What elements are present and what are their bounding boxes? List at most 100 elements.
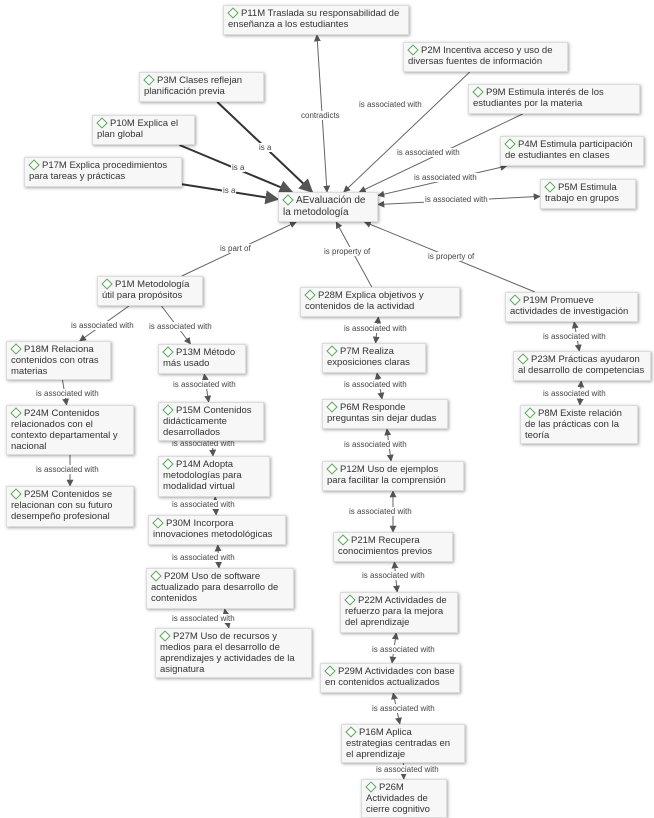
diamond-icon	[407, 44, 418, 55]
node-aev[interactable]: AEvaluación de la metodología	[278, 192, 378, 222]
edge-label: is associated with	[70, 321, 135, 330]
edge-label: is a	[231, 163, 245, 172]
diamond-icon	[143, 74, 154, 85]
node-p8m[interactable]: P8M Existe relación de las prácticas con…	[520, 405, 638, 444]
node-label: P15M Contenidos didácticamente desarroll…	[163, 405, 252, 438]
node-p6m[interactable]: P6M Responde preguntas sin dejar dudas	[322, 399, 448, 429]
node-p1m[interactable]: P1M Metodología útil para propósitos	[97, 276, 203, 306]
diamond-icon	[326, 463, 337, 474]
edge-label: is associated with	[542, 389, 607, 398]
node-p9m[interactable]: P9M Estimula interés de los estudiantes …	[468, 84, 640, 114]
node-p25m[interactable]: P25M Contenidos se relacionan con su fut…	[6, 486, 134, 527]
diamond-icon	[337, 534, 348, 545]
diamond-icon	[150, 570, 161, 581]
node-p26m[interactable]: P26M Actividades de cierre cognitivo	[361, 779, 447, 818]
node-p22m[interactable]: P22M Actividades de refuerzo para la mej…	[340, 592, 458, 633]
diamond-icon	[344, 594, 355, 605]
node-p12m[interactable]: P12M Uso de ejemplos para facilitar la c…	[322, 461, 464, 491]
diamond-icon	[324, 665, 335, 676]
node-label: P22M Actividades de refuerzo para la mej…	[345, 595, 447, 628]
node-p7m[interactable]: P7M Realiza exposiciones claras	[322, 343, 426, 373]
edge-label: is associated with	[424, 195, 489, 204]
edge-label: is associated with	[375, 765, 440, 774]
node-label: P13M Método más usado	[163, 347, 235, 369]
node-p11m[interactable]: P11M Traslada su responsabilidad de ense…	[223, 5, 409, 35]
node-label: P21M Recupera conocimientos previos	[338, 535, 432, 557]
node-p15m[interactable]: P15M Contenidos didácticamente desarroll…	[158, 402, 264, 441]
edge-label: is property of	[427, 252, 475, 261]
node-p18m[interactable]: P18M Relaciona contenidos con otras mate…	[6, 341, 111, 380]
node-p23m[interactable]: P23M Prácticas ayudaron al desarrollo de…	[513, 351, 651, 381]
edge-label: is associated with	[35, 389, 100, 398]
edge-label: is associated with	[35, 465, 100, 474]
node-label: P10M Explica el plan global	[97, 118, 178, 140]
node-label: P8M Existe relación de las prácticas con…	[525, 408, 622, 441]
node-p29m[interactable]: P29M Actividades con base en contenidos …	[320, 663, 460, 693]
node-label: P16M Aplica estrategias centradas en el …	[346, 727, 450, 760]
node-label: P9M Estimula interés de los estudiantes …	[473, 87, 604, 109]
diamond-icon	[227, 7, 238, 18]
node-p2m[interactable]: P2M Incentiva acceso y uso de diversas f…	[403, 42, 568, 72]
edge-label: is associated with	[371, 704, 436, 713]
node-label: P5M Estimula trabajo en grupos	[545, 182, 619, 204]
edge-label: is part of	[219, 244, 252, 253]
diamond-icon	[472, 86, 483, 97]
node-label: P27M Uso de recursos y medios para el de…	[160, 631, 295, 675]
node-label: P29M Actividades con base en contenidos …	[325, 666, 455, 688]
diamond-icon	[504, 138, 515, 149]
node-p27m[interactable]: P27M Uso de recursos y medios para el de…	[155, 628, 312, 678]
node-label: P7M Realiza exposiciones claras	[327, 346, 410, 368]
diamond-icon	[28, 159, 39, 170]
node-label: P24M Contenidos relacionados con el cont…	[11, 408, 118, 452]
edge-label: is associated with	[171, 500, 236, 509]
node-label: P2M Incentiva acceso y uso de diversas f…	[408, 45, 553, 67]
edge-label: is a	[222, 186, 236, 195]
node-p4m[interactable]: P4M Estimula participación de estudiante…	[500, 136, 644, 166]
node-label: P12M Uso de ejemplos para facilitar la c…	[327, 464, 446, 486]
edge-label: is associated with	[171, 553, 236, 562]
node-p30m[interactable]: P30M Incorpora innovaciones metodológica…	[148, 515, 286, 545]
node-p17m[interactable]: P17M Explica procedimientos para tareas …	[24, 157, 182, 187]
node-label: P20M Uso de software actualizado para de…	[151, 571, 278, 604]
edge-label: is associated with	[171, 614, 236, 623]
diamond-icon	[345, 726, 356, 737]
node-p28m[interactable]: P28M Explica objetivos y contenidos de l…	[300, 287, 460, 317]
diamond-icon	[304, 289, 315, 300]
node-p20m[interactable]: P20M Uso de software actualizado para de…	[146, 568, 294, 609]
node-p21m[interactable]: P21M Recupera conocimientos previos	[333, 532, 453, 562]
node-p14m[interactable]: P14M Adopta metodologías para modalidad …	[158, 456, 270, 497]
diamond-icon	[524, 407, 535, 418]
node-label: P30M Incorpora innovaciones metodológica…	[153, 518, 272, 540]
edge-label: is associated with	[348, 507, 413, 516]
edge-label: is associated with	[172, 380, 237, 389]
diamond-icon	[152, 517, 163, 528]
diamond-icon	[101, 278, 112, 289]
edge-label: is associated with	[358, 100, 423, 109]
node-p24m[interactable]: P24M Contenidos relacionados con el cont…	[6, 405, 134, 455]
edge-label: is associated with	[148, 322, 213, 331]
node-label: P11M Traslada su responsabilidad de ense…	[228, 8, 399, 30]
edge-label: is a	[258, 143, 272, 152]
node-label: P28M Explica objetivos y contenidos de l…	[305, 290, 424, 312]
node-p5m[interactable]: P5M Estimula trabajo en grupos	[540, 179, 636, 209]
diamond-icon	[10, 488, 21, 499]
diamond-icon	[326, 401, 337, 412]
diamond-icon	[162, 346, 173, 357]
node-p19m[interactable]: P19M Promueve actividades de investigaci…	[505, 292, 638, 322]
node-p16m[interactable]: P16M Aplica estrategias centradas en el …	[341, 724, 465, 763]
edge-label: is associated with	[396, 148, 461, 157]
edge-label: is associated with	[371, 645, 436, 654]
node-p3m[interactable]: P3M Clases reflejan planificación previa	[139, 72, 264, 102]
edge-label: is associated with	[343, 440, 408, 449]
diamond-icon	[509, 294, 520, 305]
edge-label: contradicts	[300, 111, 341, 120]
node-p13m[interactable]: P13M Método más usado	[158, 344, 246, 374]
diamond-icon	[162, 404, 173, 415]
edge-label: is property of	[323, 247, 371, 256]
node-label: P25M Contenidos se relacionan con su fut…	[11, 489, 112, 522]
node-p10m[interactable]: P10M Explica el plan global	[92, 115, 195, 145]
diamond-icon	[282, 194, 293, 205]
diamond-icon	[365, 781, 376, 792]
edge-label: is associated with	[343, 380, 408, 389]
